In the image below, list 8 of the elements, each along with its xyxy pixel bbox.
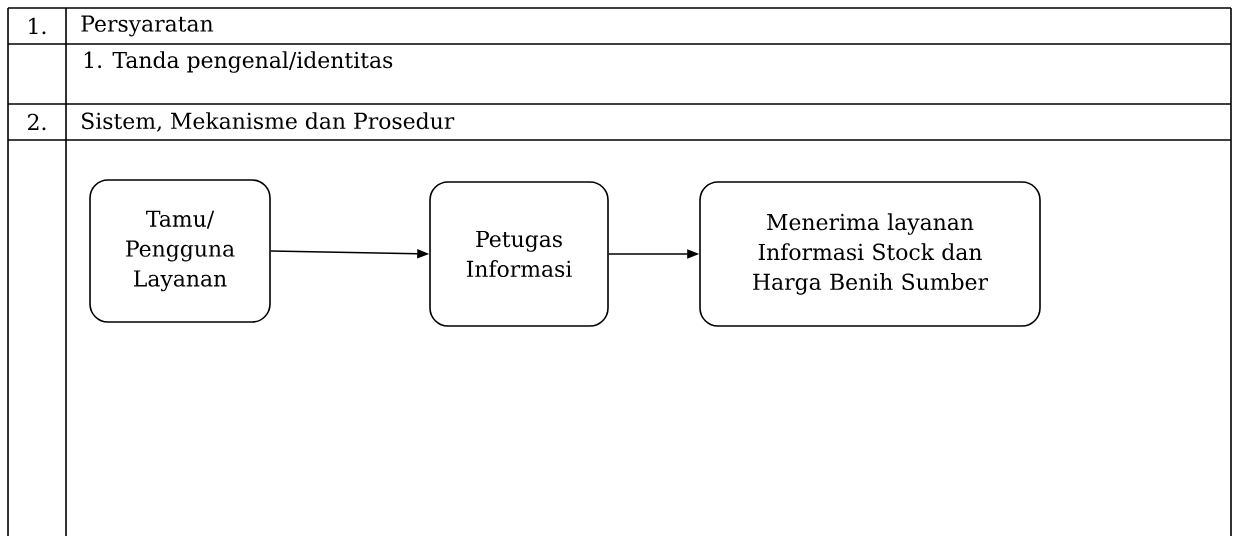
cell-text: Persyaratan: [81, 15, 214, 37]
cell-text: 2.: [28, 113, 46, 131]
process-box: Menerima layanan Informasi Stock dan Harga Benih Sumber: [699, 181, 1041, 327]
cell-text: 1.: [29, 17, 46, 35]
process-box: Petugas Informasi: [429, 181, 609, 327]
process-box: Tamu/ Pengguna Layanan: [89, 179, 271, 323]
cell-text: Sistem, Mekanisme dan Prosedur: [82, 112, 455, 132]
cell-text: 1. Tanda pengenal/identitas: [84, 51, 393, 73]
